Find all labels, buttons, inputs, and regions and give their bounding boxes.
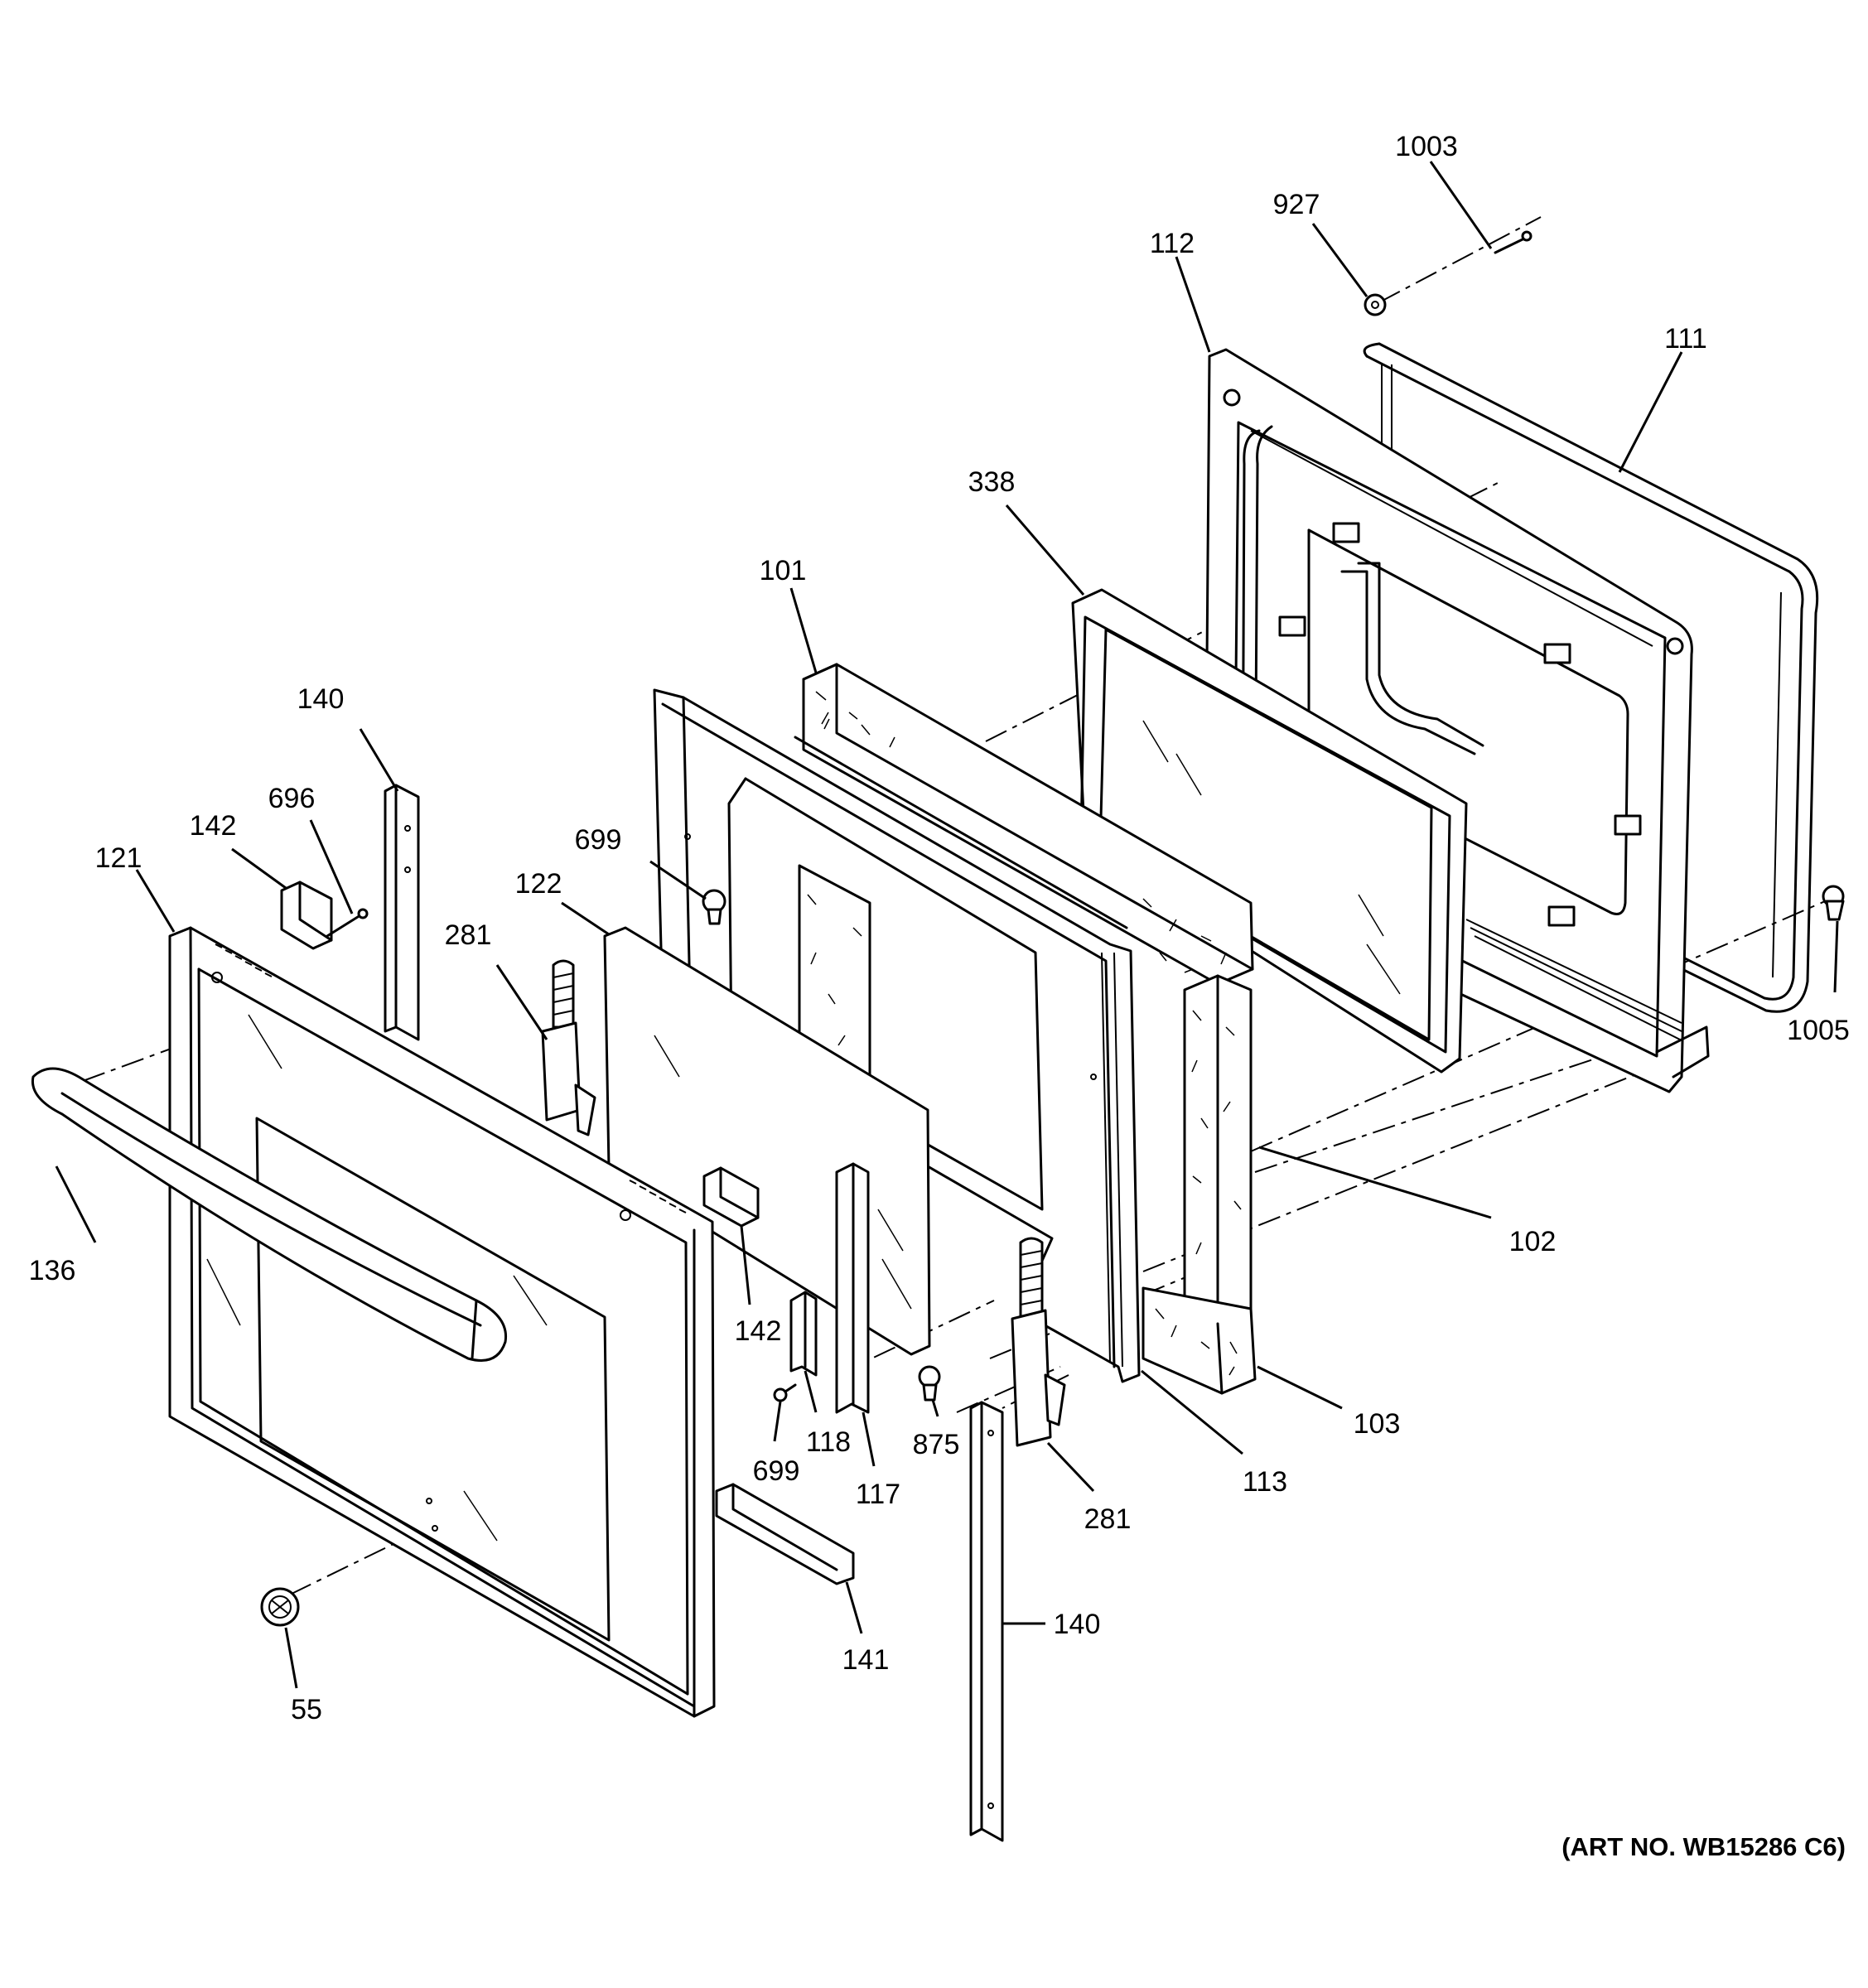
label-927: 927 [1273,189,1320,220]
label-122: 122 [515,868,562,900]
part-1005-bumper [1822,885,1845,921]
label-136: 136 [29,1255,76,1286]
part-927-washer [1364,293,1387,316]
part-102-insulation-side [1183,974,1253,1325]
label-338: 338 [968,466,1016,498]
part-1003-screw [1494,230,1533,254]
label-281-right: 281 [1084,1503,1132,1535]
label-875: 875 [913,1429,960,1460]
label-142-lower: 142 [735,1315,782,1347]
label-111: 111 [1664,323,1707,355]
label-101: 101 [760,555,807,586]
part-142-bracket-mid [702,1166,760,1228]
part-281-hinge-right [1011,1237,1066,1447]
label-103: 103 [1354,1408,1401,1440]
part-136-handle [31,1067,508,1362]
label-699-upper: 699 [575,824,622,856]
label-1003: 1003 [1395,131,1458,162]
part-141-bottom-trim [715,1483,855,1585]
label-140-lower: 140 [1054,1609,1101,1640]
part-699-screw-upper [702,889,726,925]
part-55-plug [260,1587,300,1627]
label-1005: 1005 [1787,1015,1850,1046]
part-142-bracket-top [280,881,333,950]
part-140-rail-lower [969,1401,1004,1842]
label-113: 113 [1243,1466,1287,1498]
label-140-upper: 140 [297,683,345,715]
label-141: 141 [842,1644,890,1676]
part-281-hinge-left [541,959,596,1136]
label-121: 121 [95,842,142,874]
part-117-hinge-support [835,1162,870,1414]
part-118-hinge-bracket [789,1291,818,1377]
art-number: (ART NO. WB15286 C6) [1561,1832,1846,1861]
part-699-screw-lower [773,1383,797,1402]
part-labels: 1003 927 112 111 338 101 140 696 142 121… [29,131,1850,1725]
label-142-upper: 142 [190,810,237,842]
label-117: 117 [856,1479,900,1510]
label-55: 55 [291,1694,322,1725]
label-112: 112 [1150,228,1195,259]
label-281-left: 281 [445,919,492,951]
label-699-lower: 699 [753,1455,800,1487]
part-696-screw [326,908,369,938]
part-101-insulation-top [802,663,1254,986]
label-696: 696 [268,783,316,814]
label-118: 118 [806,1426,851,1458]
part-875-screw [918,1365,941,1402]
part-103-insulation-bottom [1142,1286,1257,1395]
part-140-rail-upper [384,784,420,1041]
leader-lines [55,161,1839,1689]
label-102: 102 [1509,1226,1557,1257]
